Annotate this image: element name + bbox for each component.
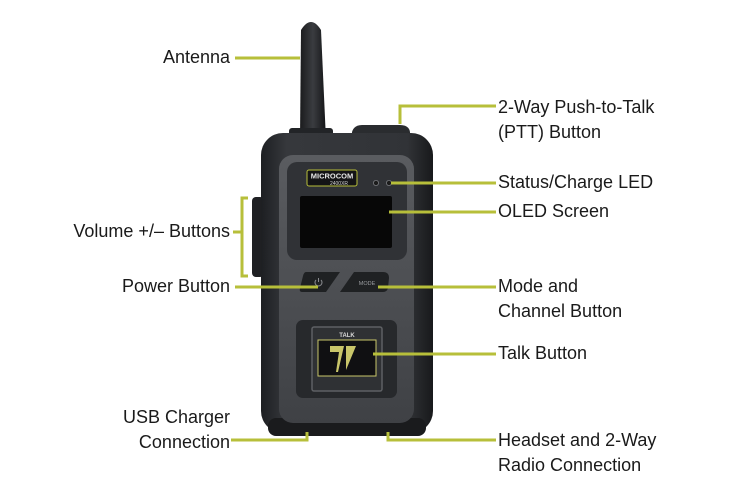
label-headset-connection: Headset and 2-Way Radio Connection <box>498 430 657 475</box>
label-mode-channel: Mode and Channel Button <box>498 276 623 321</box>
label-power-button: Power Button <box>121 276 230 296</box>
label-talk-button: Talk Button <box>498 343 588 363</box>
leader-usb <box>231 432 309 442</box>
label-antenna: Antenna <box>162 47 230 67</box>
antenna <box>289 22 333 142</box>
mode-key-label: MODE <box>359 281 376 287</box>
leader-volume-bracket <box>240 196 248 278</box>
leader-lines <box>231 56 496 442</box>
talk-emblem <box>330 346 356 372</box>
power-icon <box>314 278 323 287</box>
oled-screen <box>300 196 392 248</box>
label-oled-screen: OLED Screen <box>498 201 610 221</box>
label-usb-charger: USB Charger Connection <box>122 407 230 452</box>
mode-button[interactable] <box>340 272 389 292</box>
status-led-2 <box>385 179 392 186</box>
label-status-led: Status/Charge LED <box>498 172 654 192</box>
brand-text: MICROCOM <box>311 172 354 181</box>
label-volume-buttons: Volume +/– Buttons <box>73 221 230 241</box>
talk-key-label: TALK <box>339 333 355 339</box>
leader-ptt <box>398 104 496 124</box>
label-ptt-button: 2-Way Push-to-Talk (PTT) Button <box>498 97 655 142</box>
brand-badge <box>306 169 358 187</box>
leader-headset <box>386 432 496 442</box>
status-led-1 <box>372 179 379 186</box>
model-text: 2400XR <box>330 181 348 187</box>
